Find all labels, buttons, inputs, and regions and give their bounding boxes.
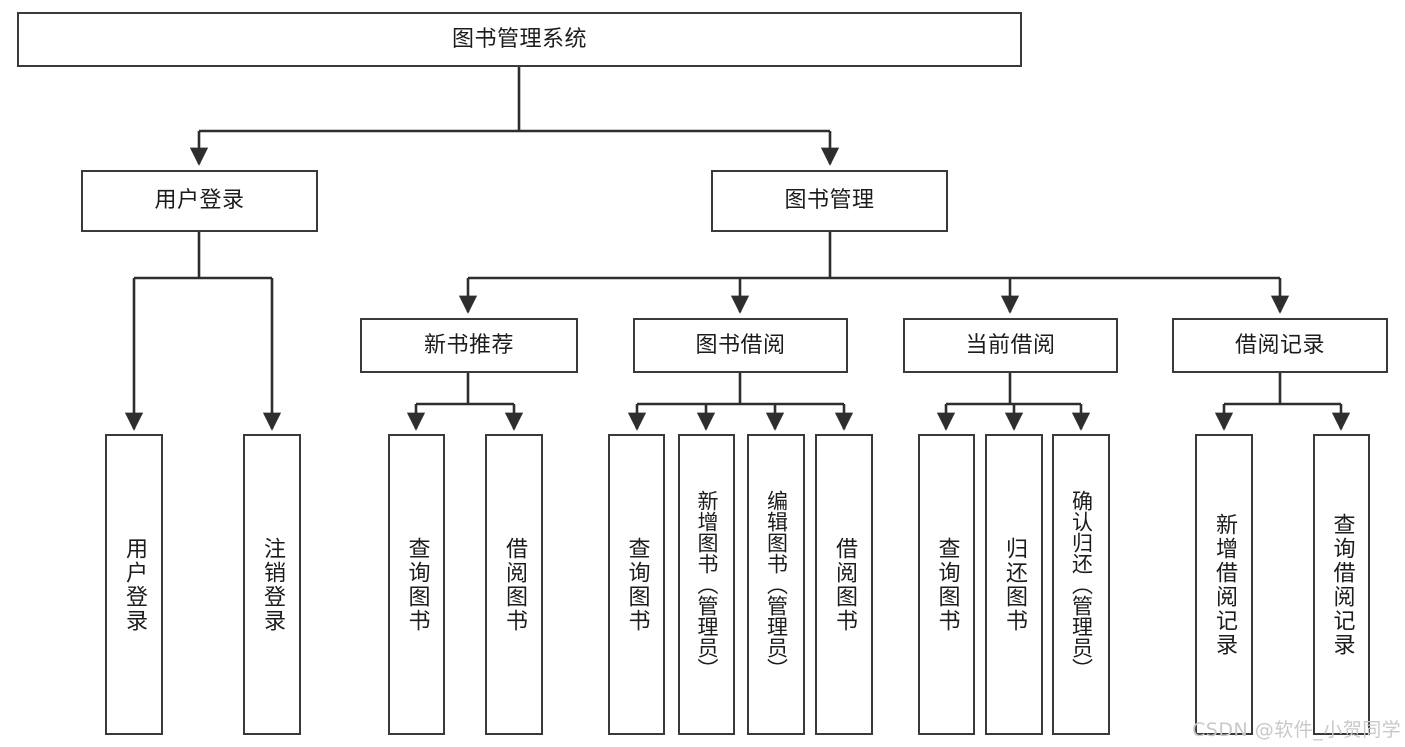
node-label: 新增图书（管理员） xyxy=(695,490,719,679)
node-root-system[interactable]: 图书管理系统 xyxy=(17,12,1022,67)
node-label: 图书管理系统 xyxy=(451,26,587,52)
node-label: 编辑图书（管理员） xyxy=(764,490,789,679)
node-label: 用户登录 xyxy=(122,536,147,633)
node-label: 借阅记录 xyxy=(1234,332,1325,358)
leaf-user-login-logout[interactable]: 注销登录 xyxy=(243,434,301,735)
leaf-borrow-borrow-book[interactable]: 借阅图书 xyxy=(815,434,873,735)
node-label: 归还图书 xyxy=(1002,536,1027,633)
leaf-current-confirm-return-admin[interactable]: 确认归还（管理员） xyxy=(1052,434,1110,735)
leaf-record-add-record[interactable]: 新增借阅记录 xyxy=(1195,434,1253,735)
node-label: 查询图书 xyxy=(934,536,960,633)
leaf-borrow-add-book-admin[interactable]: 新增图书（管理员） xyxy=(678,434,735,735)
node-label: 新增借阅记录 xyxy=(1212,512,1237,657)
node-new-book-recommend[interactable]: 新书推荐 xyxy=(360,318,578,373)
node-label: 确认归还（管理员） xyxy=(1069,490,1094,679)
leaf-borrow-edit-book-admin[interactable]: 编辑图书（管理员） xyxy=(747,434,805,735)
leaf-current-query-book[interactable]: 查询图书 xyxy=(918,434,975,735)
node-label: 用户登录 xyxy=(154,188,245,214)
leaf-current-return-book[interactable]: 归还图书 xyxy=(985,434,1043,735)
node-label: 图书借阅 xyxy=(695,332,786,358)
leaf-recommend-query-book[interactable]: 查询图书 xyxy=(388,434,445,735)
node-borrow-record[interactable]: 借阅记录 xyxy=(1172,318,1388,373)
leaf-user-login-login[interactable]: 用户登录 xyxy=(105,434,163,735)
node-book-borrow[interactable]: 图书借阅 xyxy=(633,318,848,373)
node-label: 查询图书 xyxy=(624,536,650,633)
node-label: 注销登录 xyxy=(260,536,285,633)
node-label: 借阅图书 xyxy=(832,536,857,633)
leaf-recommend-borrow-book[interactable]: 借阅图书 xyxy=(485,434,543,735)
node-user-login[interactable]: 用户登录 xyxy=(81,170,318,232)
node-label: 借阅图书 xyxy=(502,536,527,633)
node-label: 查询图书 xyxy=(404,536,430,633)
leaf-borrow-query-book[interactable]: 查询图书 xyxy=(608,434,665,735)
leaf-record-query-record[interactable]: 查询借阅记录 xyxy=(1313,434,1370,735)
node-label: 查询借阅记录 xyxy=(1329,512,1355,657)
node-label: 图书管理 xyxy=(784,188,875,214)
node-label: 当前借阅 xyxy=(965,332,1056,358)
node-current-borrow[interactable]: 当前借阅 xyxy=(903,318,1118,373)
csdn-watermark: CSDN @软件_小贺同学 xyxy=(1192,719,1402,741)
node-book-management[interactable]: 图书管理 xyxy=(711,170,948,232)
node-label: 新书推荐 xyxy=(423,332,514,358)
